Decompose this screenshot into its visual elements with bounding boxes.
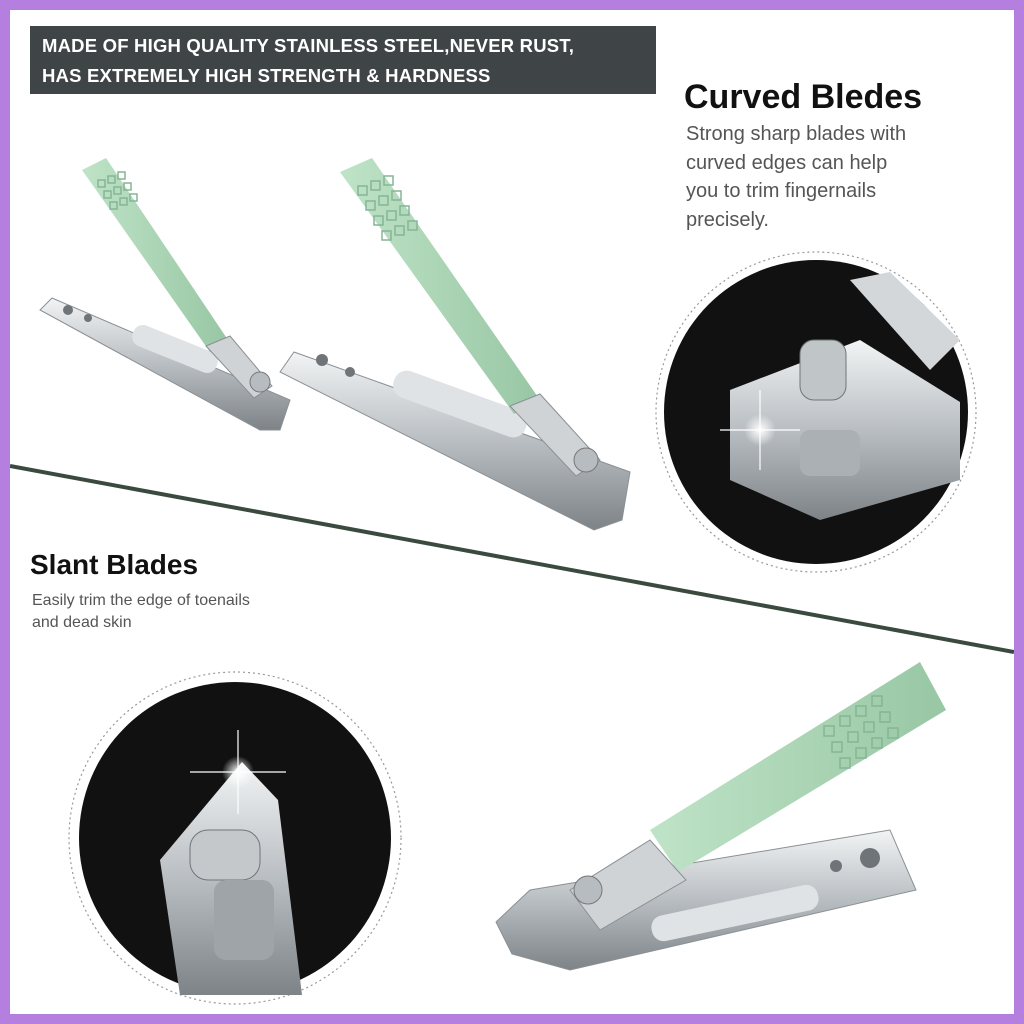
curved-desc-line: you to trim fingernails (686, 180, 877, 202)
slant-blades-description: Easily trim the edge of toenails and dea… (32, 590, 250, 634)
product-illustration (10, 158, 1014, 1005)
slant-blades-title: Slant Blades (30, 549, 199, 580)
product-image-frame: MADE OF HIGH QUALITY STAINLESS STEEL,NEV… (10, 10, 1014, 1014)
banner-line-1: MADE OF HIGH QUALITY STAINLESS STEEL,NEV… (42, 35, 575, 56)
curved-desc-line: curved edges can help (686, 151, 888, 174)
bottom-nail-clipper (495, 662, 946, 971)
curved-desc-line: precisely. (686, 208, 769, 231)
material-banner: MADE OF HIGH QUALITY STAINLESS STEEL,NEV… (30, 26, 656, 94)
banner-line-2: HAS EXTREMELY HIGH STRENGTH & HARDNESS (42, 65, 491, 86)
slant-blade-closeup (68, 671, 402, 1005)
divider-line (10, 464, 1014, 654)
curved-desc-line: Strong sharp blades with (686, 123, 907, 145)
large-nail-clipper (279, 158, 631, 531)
slant-desc-line: and dead skin (32, 614, 132, 631)
small-nail-clipper (39, 158, 291, 431)
curved-blades-title: Curved Bledes (684, 78, 923, 116)
slant-desc-line: Easily trim the edge of toenails (32, 592, 250, 609)
curved-blade-closeup (655, 251, 977, 573)
curved-blades-description: Strong sharp blades with curved edges ca… (686, 120, 906, 234)
